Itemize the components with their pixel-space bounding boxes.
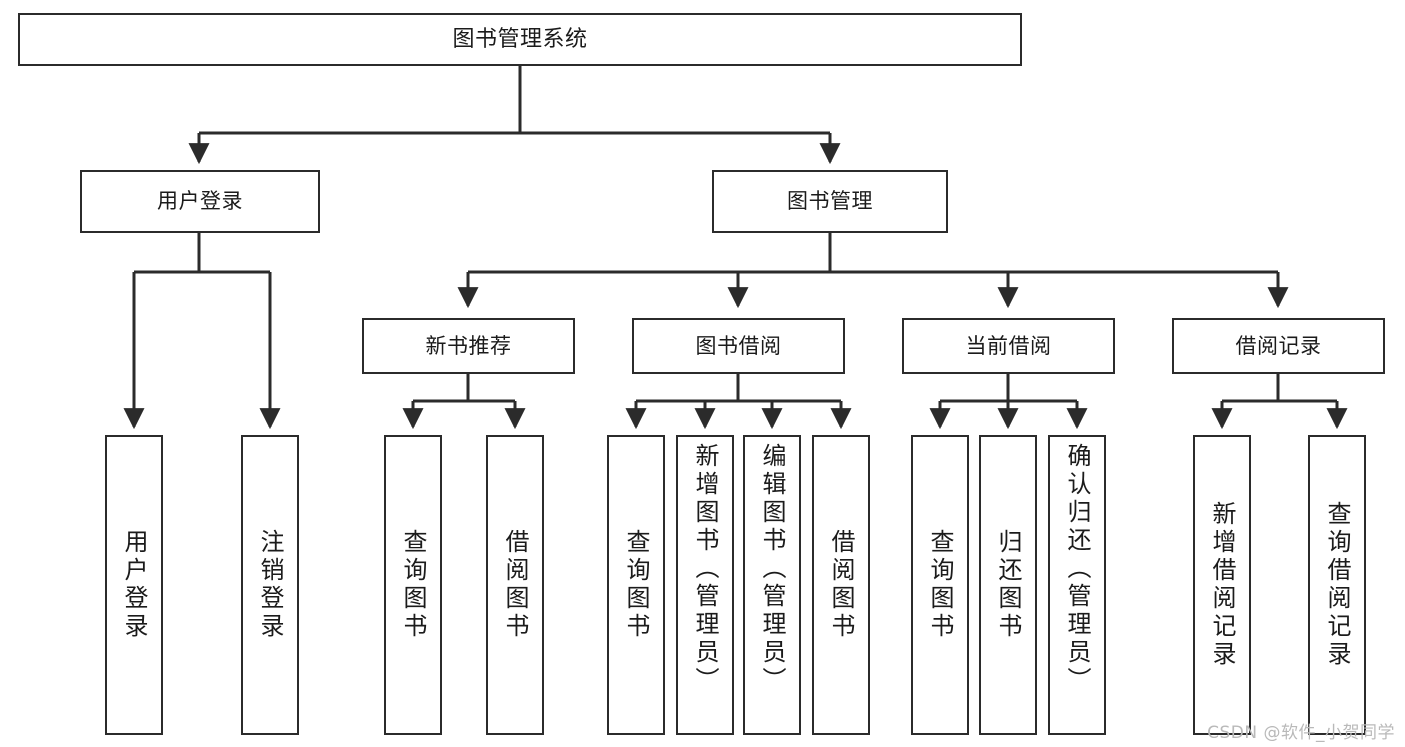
leaf-query-book-current[interactable]: 查询图书 [911,435,969,735]
node-label: 新增借阅记录 [1208,501,1236,669]
node-label: 查询借阅记录 [1323,501,1351,669]
node-book-management[interactable]: 图书管理 [712,170,948,233]
node-label: 确认归还（管理员） [1063,443,1091,695]
leaf-edit-book-admin[interactable]: 编辑图书（管理员） [743,435,801,735]
node-label: 借阅图书 [501,529,529,641]
node-label: 当前借阅 [965,333,1052,358]
node-borrowing-record[interactable]: 借阅记录 [1172,318,1385,374]
node-label: 新书推荐 [425,333,512,358]
node-label: 借阅记录 [1235,333,1322,358]
watermark-text: CSDN @软件_小贺同学 [1207,723,1395,743]
node-label: 用户登录 [120,529,148,641]
node-label: 用户登录 [157,189,243,214]
node-label: 图书借阅 [695,333,782,358]
node-label: 图书管理 [787,189,873,214]
node-user-login[interactable]: 用户登录 [80,170,320,233]
node-label: 归还图书 [994,529,1022,641]
node-current-borrowing[interactable]: 当前借阅 [902,318,1115,374]
leaf-query-book-borrow[interactable]: 查询图书 [607,435,665,735]
leaf-add-book-admin[interactable]: 新增图书（管理员） [676,435,734,735]
node-root-book-management-system[interactable]: 图书管理系统 [18,13,1022,66]
leaf-borrow-book[interactable]: 借阅图书 [812,435,870,735]
node-label: 查询图书 [399,529,427,641]
leaf-add-borrow-record[interactable]: 新增借阅记录 [1193,435,1251,735]
node-label: 注销登录 [256,529,284,641]
leaf-user-login[interactable]: 用户登录 [105,435,163,735]
leaf-logout[interactable]: 注销登录 [241,435,299,735]
node-label: 图书管理系统 [452,26,588,52]
node-label: 借阅图书 [827,529,855,641]
leaf-borrow-book-recommend[interactable]: 借阅图书 [486,435,544,735]
node-label: 编辑图书（管理员） [758,443,786,695]
node-label: 新增图书（管理员） [691,443,719,695]
node-book-borrowing[interactable]: 图书借阅 [632,318,845,374]
leaf-query-book-recommend[interactable]: 查询图书 [384,435,442,735]
node-label: 查询图书 [622,529,650,641]
node-new-book-recommendation[interactable]: 新书推荐 [362,318,575,374]
node-label: 查询图书 [926,529,954,641]
leaf-query-borrow-record[interactable]: 查询借阅记录 [1308,435,1366,735]
leaf-return-book[interactable]: 归还图书 [979,435,1037,735]
leaf-confirm-return-admin[interactable]: 确认归还（管理员） [1048,435,1106,735]
